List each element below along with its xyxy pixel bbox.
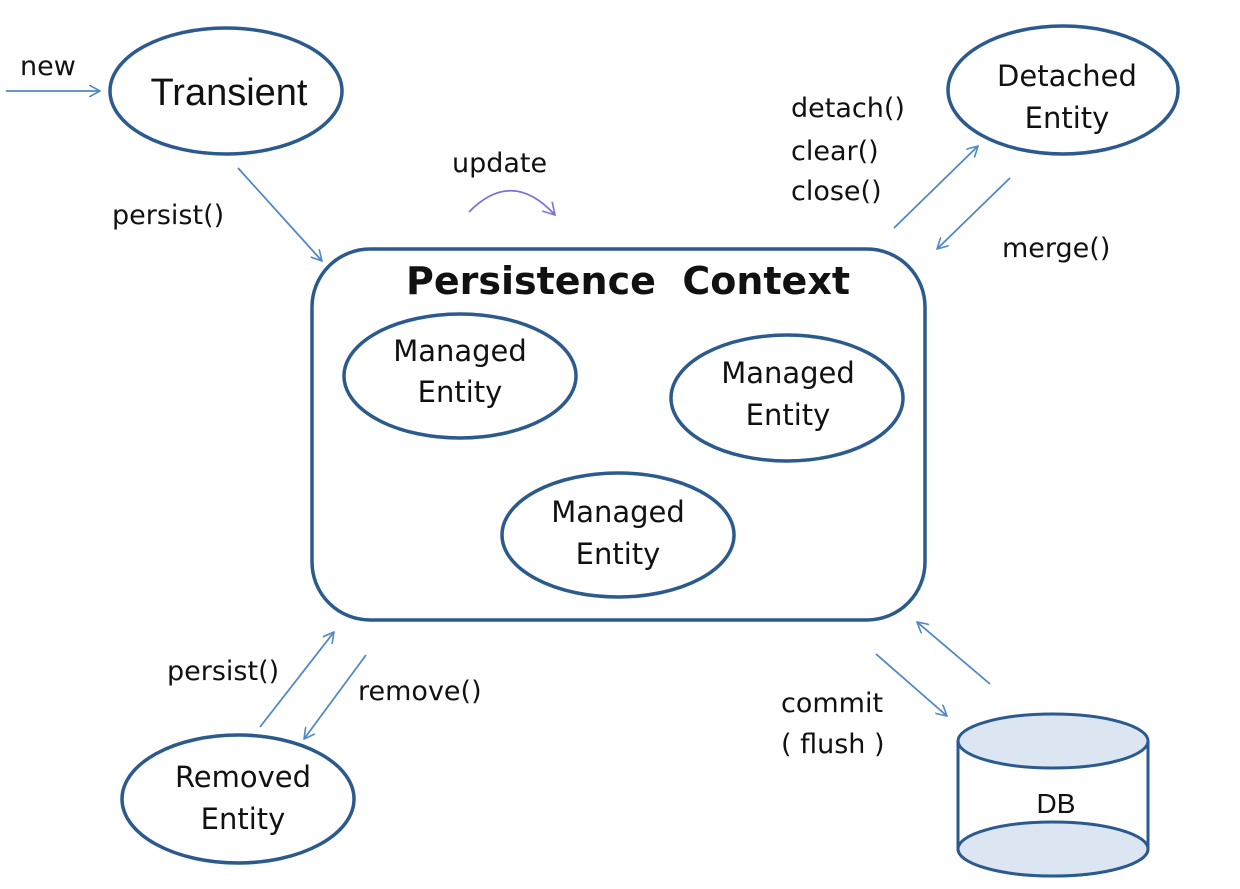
detach-label: detach(): [791, 93, 905, 124]
managed-entity-2: Managed Entity: [669, 333, 905, 463]
detached-ellipse: [946, 24, 1180, 156]
managed-entity-2-line2: Entity: [746, 398, 831, 432]
db-label: DB: [1037, 788, 1076, 819]
commit-edge: commit ( flush ): [781, 653, 947, 760]
persist-transient-label: persist(): [112, 200, 224, 231]
removed-label-line1: Removed: [175, 760, 311, 794]
managed-entity-3-line2: Entity: [576, 537, 661, 571]
detached-label-line1: Detached: [997, 59, 1137, 93]
managed-entity-2-line1: Managed: [721, 356, 855, 390]
detach-edge: detach() clear() close(): [791, 93, 978, 229]
removed-label-line2: Entity: [201, 802, 286, 836]
managed-entity-3-line1: Managed: [551, 495, 685, 529]
managed-entity-1-line2: Entity: [418, 375, 503, 409]
transient-node: Transient: [108, 26, 344, 156]
detach-arrow: [893, 146, 978, 229]
close-label: close(): [791, 176, 882, 207]
new-edge: new: [6, 51, 100, 91]
removed-node: Removed Entity: [120, 733, 356, 865]
flush-label: ( flush ): [781, 729, 885, 760]
transient-label: Transient: [151, 72, 308, 114]
db-cylinder: DB: [956, 712, 1150, 878]
managed-entity-3: Managed Entity: [500, 471, 736, 599]
removed-ellipse: [120, 733, 356, 865]
persistence-context: Persistence Context Managed Entity Manag…: [310, 247, 927, 622]
clear-label: clear(): [791, 136, 879, 167]
persist-transient-edge: persist(): [112, 167, 322, 261]
new-label: new: [20, 51, 76, 82]
db-to-context-edge: [917, 622, 991, 685]
persist-removed-arrow: [259, 632, 334, 728]
remove-label: remove(): [358, 676, 482, 707]
db-bottom: [956, 820, 1150, 878]
merge-edge: merge(): [937, 177, 1110, 264]
managed-entity-1-line1: Managed: [393, 334, 527, 368]
merge-label: merge(): [1002, 233, 1110, 264]
managed-entity-3-ellipse: [500, 471, 736, 599]
commit-arrow: [875, 653, 947, 716]
detached-node: Detached Entity: [946, 24, 1180, 156]
db-top: [956, 712, 1150, 770]
db-to-context-arrow: [917, 622, 991, 685]
persist-removed-label: persist(): [167, 656, 279, 687]
managed-entity-1-ellipse: [342, 312, 578, 440]
transient-ellipse: [108, 26, 344, 156]
update-arc: [468, 189, 555, 215]
detached-label-line2: Entity: [1025, 101, 1110, 135]
update-label: update: [452, 148, 547, 179]
commit-label: commit: [781, 688, 883, 719]
remove-arrow: [304, 654, 367, 739]
persist-transient-arrow: [237, 167, 322, 261]
remove-edge: remove(): [304, 654, 482, 739]
update-edge: update: [452, 148, 555, 215]
persist-removed-edge: persist(): [167, 632, 334, 728]
persistence-context-title: Persistence Context: [406, 259, 850, 303]
managed-entity-2-ellipse: [669, 333, 905, 463]
managed-entity-1: Managed Entity: [342, 312, 578, 440]
merge-arrow: [937, 177, 1011, 249]
